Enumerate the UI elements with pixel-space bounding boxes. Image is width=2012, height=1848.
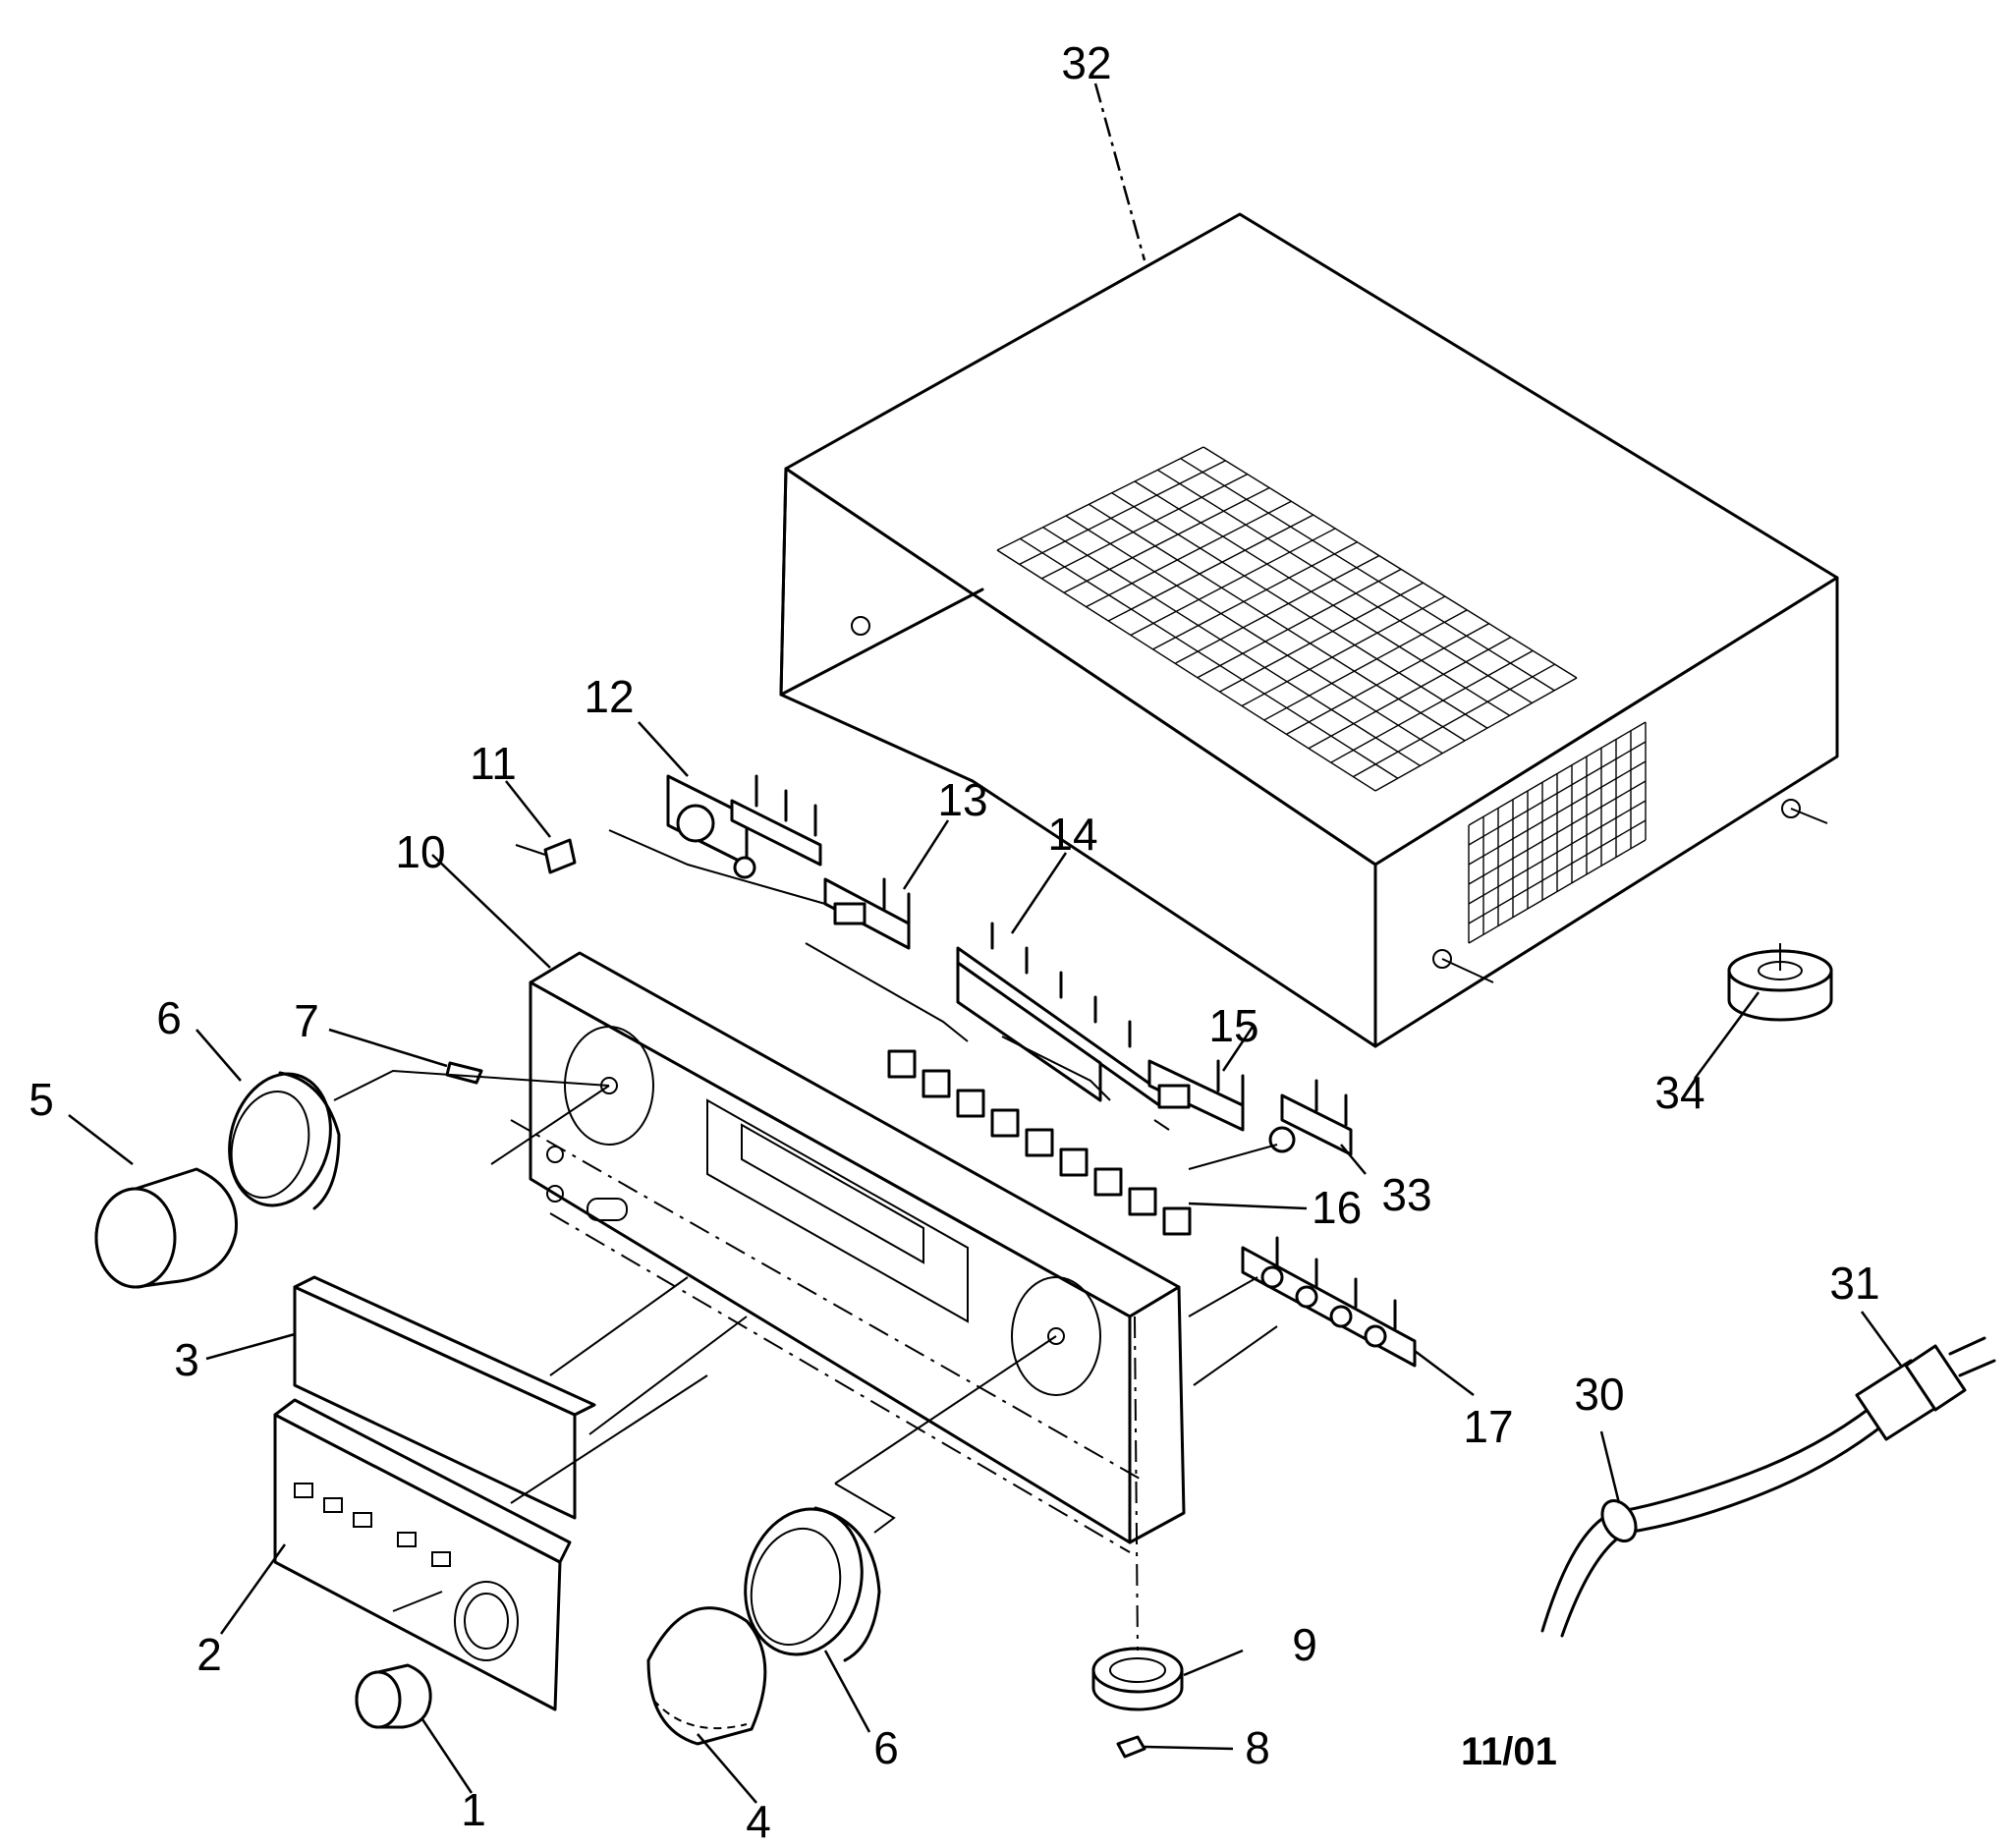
switch-33: [1268, 1079, 1353, 1156]
part-label-4: 4: [746, 1796, 771, 1847]
button-cap: [1162, 1206, 1192, 1236]
small-part-11: [543, 838, 577, 874]
part-label-30: 30: [1574, 1369, 1624, 1420]
part-label-15: 15: [1208, 1000, 1258, 1051]
part-label-14: 14: [1047, 809, 1097, 860]
part-label-6-lower: 6: [873, 1722, 899, 1773]
switch-bracket-13: [823, 877, 911, 950]
part-label-32: 32: [1061, 37, 1111, 88]
knob-1: [355, 1663, 432, 1729]
part-label-10: 10: [395, 826, 445, 877]
part-label-34: 34: [1654, 1067, 1705, 1118]
part-label-1: 1: [461, 1784, 486, 1835]
small-part-8: [1116, 1735, 1146, 1759]
power-cord: [1540, 1336, 1996, 1638]
part-label-9: 9: [1292, 1619, 1317, 1670]
switch-bracket-17: [1241, 1236, 1417, 1368]
part-label-3: 3: [174, 1334, 199, 1385]
knob-4: [646, 1606, 767, 1746]
side-vent-grid: [1468, 721, 1647, 944]
button-cap: [887, 1049, 917, 1079]
button-cap: [956, 1089, 985, 1118]
top-cover: [779, 212, 1839, 1048]
sub-panel-2: [273, 1398, 572, 1711]
button-strip-16: [887, 1049, 1192, 1236]
switch-bracket-12: [666, 774, 822, 879]
small-part-7: [445, 1061, 483, 1085]
display-window-3: [293, 1275, 596, 1520]
part-label-8: 8: [1245, 1722, 1270, 1773]
part-label-33: 33: [1381, 1169, 1431, 1220]
button-cap: [990, 1108, 1020, 1138]
part-label-6-upper: 6: [156, 992, 182, 1043]
part-label-17: 17: [1463, 1401, 1513, 1452]
part-label-13: 13: [937, 774, 987, 825]
button-cap: [1128, 1187, 1157, 1216]
part-label-12: 12: [584, 671, 634, 722]
part-label-31: 31: [1829, 1258, 1879, 1309]
part-label-5: 5: [28, 1074, 54, 1125]
knob-5: [94, 1167, 238, 1289]
part-label-2: 2: [196, 1629, 222, 1680]
ring-6-lower: [744, 1506, 881, 1662]
part-label-16: 16: [1312, 1182, 1362, 1233]
part-label-11: 11: [470, 738, 517, 789]
leader-lines: [68, 83, 1903, 1804]
foot-34: [1727, 943, 1833, 1022]
button-cap: [922, 1069, 951, 1098]
button-cap: [1025, 1128, 1054, 1157]
part-label-7: 7: [294, 995, 319, 1046]
switch-bracket-14: [956, 922, 1161, 1107]
switch-bracket-15: [1147, 1059, 1245, 1132]
part-labels: 1 2 3 4 5 6 6 7 8 9 10 11 12 13 14 15 16…: [28, 37, 1879, 1847]
assembly-guide-lines: [333, 829, 1278, 1652]
front-panel-chassis: [529, 951, 1186, 1544]
ring-6-upper: [228, 1071, 341, 1210]
button-cap: [1093, 1167, 1123, 1197]
date-code: 11/01: [1461, 1730, 1557, 1773]
foot-9: [1091, 1647, 1184, 1711]
top-vent-grid: [996, 446, 1578, 792]
button-cap: [1059, 1148, 1089, 1177]
